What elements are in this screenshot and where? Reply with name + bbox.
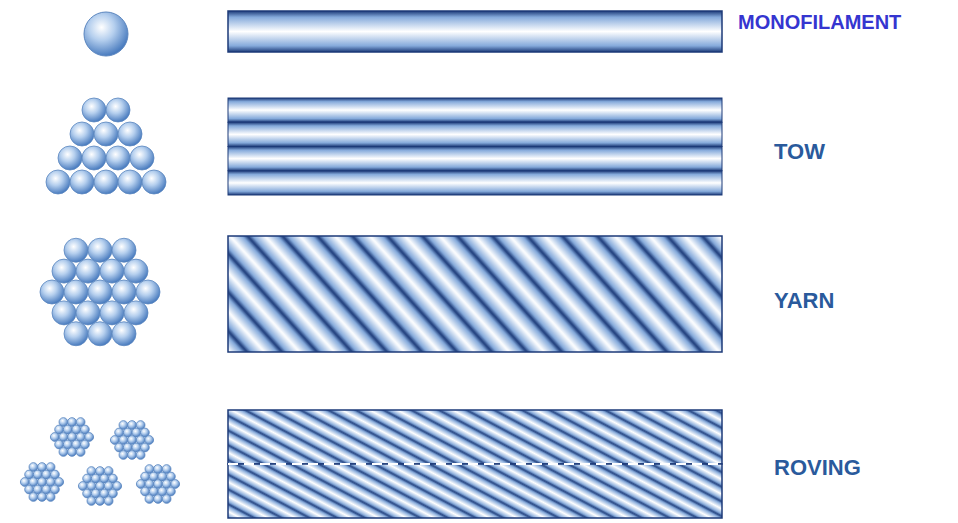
filament-section: [70, 170, 94, 194]
filament-section: [154, 495, 163, 504]
filament-section: [112, 280, 136, 304]
roving-bar-lower: [228, 464, 722, 518]
filament-section: [130, 146, 154, 170]
roving-section: [20, 418, 179, 506]
filament-section: [68, 448, 77, 457]
filament-section: [162, 495, 171, 504]
fiber-form-label: MONOFILAMENT: [738, 12, 901, 32]
fiber-form-label: TOW: [774, 141, 825, 163]
filament-section: [88, 322, 112, 346]
filament-section: [64, 280, 88, 304]
tow-filament: [228, 122, 722, 146]
filament-section: [118, 170, 142, 194]
filament-section: [104, 497, 113, 506]
filament-section: [124, 259, 148, 283]
filament-section: [52, 301, 76, 325]
roving-split: [228, 463, 722, 465]
filament-section: [70, 122, 94, 146]
monofilament-bar: [228, 11, 722, 52]
tow-filament: [228, 147, 722, 171]
filament-section: [100, 259, 124, 283]
filament-section: [136, 280, 160, 304]
filament-section: [128, 451, 137, 460]
filament-section: [96, 497, 105, 506]
filament-section: [64, 322, 88, 346]
yarn-section: [40, 238, 160, 346]
tow-filament: [228, 98, 722, 122]
filament-section: [112, 322, 136, 346]
filament-section: [40, 280, 64, 304]
fiber-form-label: ROVING: [774, 457, 861, 479]
filament-section: [94, 122, 118, 146]
filament-section: [76, 301, 100, 325]
filament-section: [100, 301, 124, 325]
filament-section: [76, 448, 85, 457]
tow-section: [46, 98, 166, 194]
filament-section: [46, 170, 70, 194]
filament-section: [38, 493, 47, 502]
filament-section: [106, 98, 130, 122]
tow-bar: [228, 98, 722, 195]
filament-section: [64, 238, 88, 262]
roving-bar-upper: [228, 410, 722, 464]
filament-section: [136, 451, 145, 460]
tow-filament: [228, 171, 722, 195]
filament-section: [29, 493, 38, 502]
yarn-bar: [228, 236, 722, 352]
filament-section: [106, 146, 130, 170]
filament-section: [118, 122, 142, 146]
filament-section: [87, 497, 96, 506]
filament-section: [82, 98, 106, 122]
filament-section: [88, 238, 112, 262]
filament-section: [88, 280, 112, 304]
filament-section: [82, 146, 106, 170]
fiber-form-label: YARN: [774, 290, 834, 312]
filament-section: [76, 259, 100, 283]
filament-section: [145, 495, 154, 504]
filament-section: [46, 493, 55, 502]
filament-section: [112, 238, 136, 262]
filament-section: [84, 12, 128, 56]
filament-section: [52, 259, 76, 283]
filament-section: [142, 170, 166, 194]
filament-section: [59, 448, 68, 457]
filament-section: [124, 301, 148, 325]
filament-section: [94, 170, 118, 194]
filament-section: [58, 146, 82, 170]
filament-section: [119, 451, 128, 460]
